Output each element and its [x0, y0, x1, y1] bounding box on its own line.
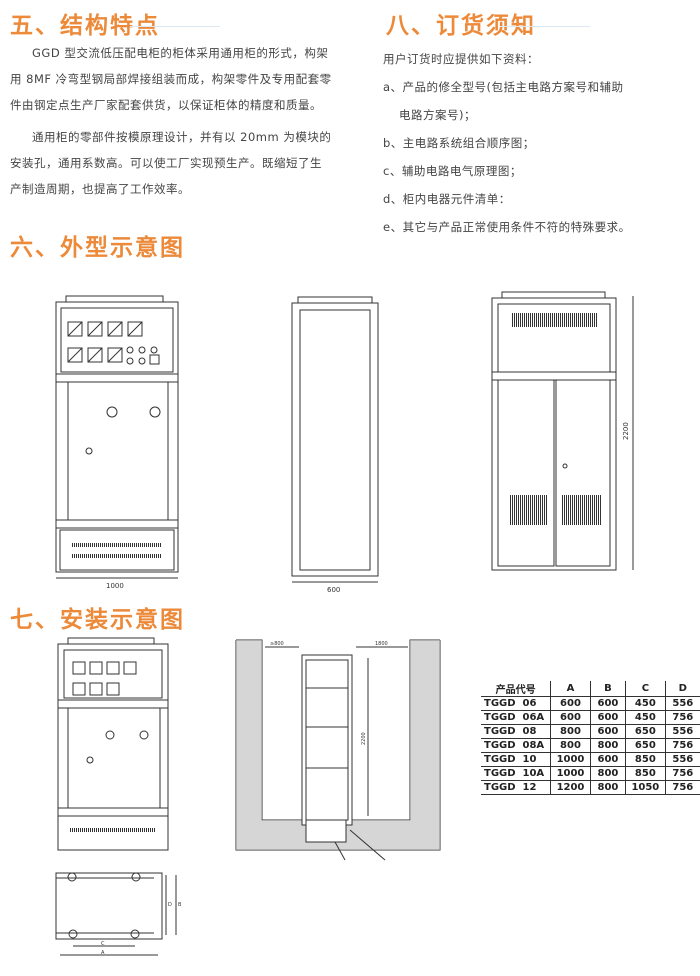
text-line: 用 8MF 冷弯型钢局部焊接组装而成，构架零件及专用配套零	[10, 72, 332, 86]
dim-d: D	[168, 902, 172, 908]
table-cell: TGGD 10A	[481, 766, 552, 781]
header-cell: C	[625, 681, 666, 697]
table-cell: 800	[589, 766, 627, 781]
table-cell: 850	[625, 766, 666, 781]
table-cell: 756	[664, 738, 700, 753]
dim-a: A	[101, 950, 105, 956]
table-cell: TGGD 12	[481, 780, 552, 795]
front-cabinet-drawing	[56, 296, 178, 578]
table-cell: 800	[589, 738, 627, 753]
install-front-drawing	[58, 638, 168, 850]
table-cell: 556	[664, 752, 700, 767]
table-cell: 600	[589, 724, 627, 739]
list-item: 电路方案号)；	[399, 108, 476, 122]
text-line: GGD 型交流低压配电柜的柜体采用通用柜的形式，构架	[32, 46, 329, 60]
table-cell: 600	[589, 752, 627, 767]
dim-front-width: 1000	[106, 582, 124, 590]
header-cell: B	[589, 681, 627, 697]
table-cell: 800	[589, 780, 627, 795]
table-cell: 1000	[550, 766, 591, 781]
table-cell: 600	[550, 710, 591, 725]
table-cell: TGGD 08	[481, 724, 552, 739]
table-cell: 556	[664, 696, 700, 711]
dim-left-clearance: ≥800	[270, 641, 284, 647]
list-item: d、柜内电器元件清单：	[383, 192, 511, 206]
table-cell: 600	[550, 696, 591, 711]
header-cell: 产品代号	[481, 681, 552, 697]
list-item: a、产品的修全型号(包括主电路方案号和辅助	[383, 80, 624, 94]
table-cell: 756	[664, 766, 700, 781]
table-cell: 800	[550, 724, 591, 739]
header-cell: D	[664, 681, 700, 697]
section8-body: 用户订货时应提供如下资料： a、产品的修全型号(包括主电路方案号和辅助 电路方案…	[383, 45, 631, 241]
table-cell: TGGD 10	[481, 752, 552, 767]
list-item: e、其它与产品正常使用条件不符的特殊要求。	[383, 220, 631, 234]
top-view-drawing	[56, 873, 176, 955]
table-cell: 650	[625, 724, 666, 739]
list-item: b、主电路系统组合顺序图；	[383, 136, 535, 150]
dim-c: C	[101, 941, 105, 947]
table-cell: TGGD 06A	[481, 710, 552, 725]
table-cell: 850	[625, 752, 666, 767]
divider	[130, 26, 220, 27]
dim-right-clearance: 1800	[375, 641, 388, 647]
dim-height: 2200	[622, 422, 630, 440]
table-cell: 1050	[625, 780, 666, 795]
text-line: 通用柜的零部件按模原理设计，并有以 20mm 为模块的	[32, 130, 332, 144]
table-cell: 450	[625, 710, 666, 725]
text-line: 用户订货时应提供如下资料：	[383, 52, 539, 66]
section6-title: 六、外型示意图	[10, 235, 185, 261]
table-cell: 556	[664, 724, 700, 739]
table-cell: 650	[625, 738, 666, 753]
table-header: 产品代号 A B C D	[481, 681, 700, 697]
section7-title: 七、安装示意图	[10, 607, 185, 633]
dim-side-depth: 600	[327, 586, 340, 594]
table-cell: 800	[550, 738, 591, 753]
table-cell: 1200	[550, 780, 591, 795]
meter-icons	[68, 322, 159, 364]
rear-cabinet-drawing	[492, 292, 633, 570]
dim-b: B	[178, 902, 182, 908]
table-cell: 600	[589, 696, 627, 711]
text-line: 件由钢定点生产厂家配套供货，以保证柜体的精度和质量。	[10, 98, 322, 112]
list-item: c、辅助电路电气原理图；	[383, 164, 522, 178]
dim-install-height: 2200	[361, 732, 367, 745]
text-line: 产制造周期，也提高了工作效率。	[10, 182, 190, 196]
installation-room-drawing	[236, 640, 440, 860]
section8-title: 八、订货须知	[386, 13, 536, 39]
side-cabinet-drawing	[292, 297, 378, 582]
table-cell: 600	[589, 710, 627, 725]
table-cell: 756	[664, 710, 700, 725]
section5-body: GGD 型交流低压配电柜的柜体采用通用柜的形式，构架 用 8MF 冷弯型钢局部焊…	[10, 40, 332, 202]
divider	[500, 26, 590, 27]
table-cell: 1000	[550, 752, 591, 767]
text-line: 安装孔，通用系数高。可以使工厂实现预生产。既缩短了生	[10, 156, 322, 170]
table-cell: 450	[625, 696, 666, 711]
table-cell: TGGD 06	[481, 696, 552, 711]
table-cell: TGGD 08A	[481, 738, 552, 753]
table-cell: 756	[664, 780, 700, 795]
header-cell: A	[550, 681, 591, 697]
